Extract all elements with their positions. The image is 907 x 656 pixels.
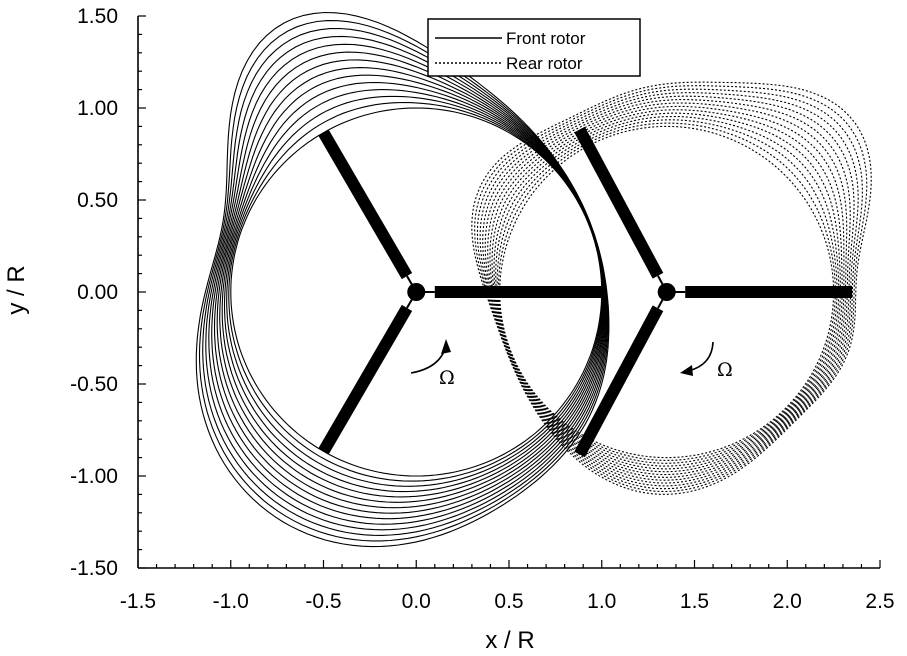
y-tick-label: 1.00 (77, 97, 118, 120)
x-tick-label: -1.0 (213, 590, 249, 613)
rotation-annotation-rear: Ω (680, 341, 733, 381)
rear-rotor-wake-line (476, 88, 863, 490)
omega-label-front: Ω (439, 367, 455, 389)
rear-rotor-wake-line (493, 112, 841, 470)
front-rotor (318, 129, 602, 455)
front-rotor-wake-line (198, 20, 609, 542)
rotation-annotation-front: Ω (410, 339, 455, 389)
front-rotor-blade (318, 129, 413, 280)
x-axis-label: x / R (485, 627, 534, 654)
rear-rotor-wake-line (474, 85, 868, 493)
rear-rotor-wake-line (471, 81, 872, 495)
rear-rotor (574, 126, 853, 458)
y-tick-label: 0.50 (77, 189, 118, 212)
x-tick-label: 0.0 (402, 590, 431, 613)
rotation-arrow-front-head (441, 339, 451, 354)
y-tick-label: 1.50 (77, 5, 118, 28)
front-rotor-wake (195, 11, 610, 548)
y-axis-label: y / R (3, 265, 30, 314)
legend-box (427, 18, 641, 77)
omega-label-rear: Ω (717, 359, 733, 381)
y-tick-label: -0.50 (70, 373, 118, 396)
legend-label-rear: Rear rotor (506, 54, 583, 73)
x-tick-label: 1.5 (680, 590, 709, 613)
rotor-blades (318, 126, 853, 458)
x-tick-label: 2.5 (865, 590, 894, 613)
wake-curves (195, 11, 872, 548)
x-tick-label: 0.5 (494, 590, 523, 613)
x-tick-label: 1.0 (587, 590, 616, 613)
y-tick-label: -1.50 (70, 557, 118, 580)
axes (137, 15, 881, 569)
x-tick-label: -1.5 (120, 590, 156, 613)
legend-label-front: Front rotor (506, 29, 586, 48)
y-tick-label: 0.00 (77, 281, 118, 304)
rotation-arrow-rear-head (680, 365, 693, 376)
rear-rotor-hub (657, 283, 676, 301)
x-tick-label: -0.5 (305, 590, 341, 613)
legend: Front rotor Rear rotor (427, 18, 641, 77)
rear-rotor-wake-line (491, 109, 843, 473)
front-rotor-hub (407, 283, 426, 301)
y-tick-label: -1.00 (70, 465, 118, 488)
x-tick-label: 2.0 (773, 590, 802, 613)
rear-rotor-blade (574, 305, 664, 458)
tick-labels: -1.5 -1.0 -0.5 0.0 0.5 1.0 1.5 2.0 2.5 1.50 1.00 0.… (70, 5, 894, 613)
front-rotor-wake-line (195, 11, 610, 548)
rear-rotor-wake-line (487, 102, 848, 478)
rear-rotor-blade (574, 126, 664, 279)
front-rotor-blade (318, 304, 413, 455)
